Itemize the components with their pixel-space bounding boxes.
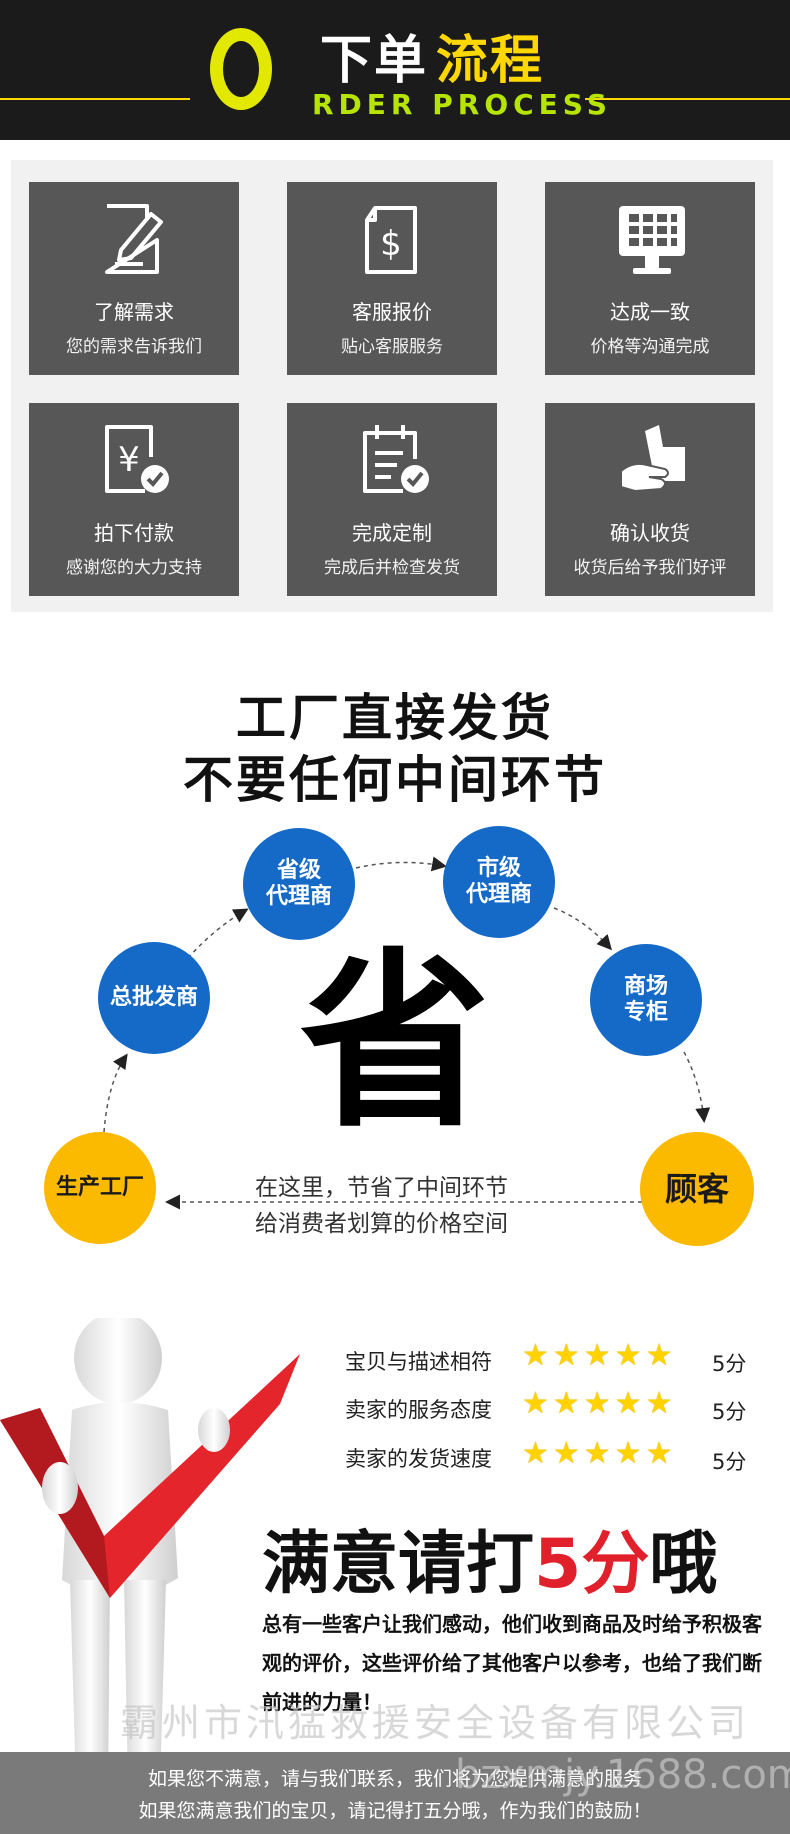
step-agreement: 达成一致 价格等沟通完成: [545, 182, 755, 375]
order-steps-panel: 了解需求 您的需求告诉我们 $ 客服报价 贴心客服服务 达成一致 价格等沟通完成…: [11, 160, 773, 612]
flow-node-province-agent: 省级代理商: [243, 828, 355, 940]
headline-line1: 工厂直接发货: [236, 689, 554, 747]
svg-text:¥: ¥: [118, 440, 140, 480]
rating-label-service: 卖家的服务态度: [345, 1398, 492, 1422]
site-watermark: bzxmjy.1688.com: [455, 1752, 790, 1798]
step-subtitle: 完成后并检查发货: [324, 558, 460, 578]
step-subtitle: 感谢您的大力支持: [66, 558, 202, 578]
figure-checkmark-illustration: [0, 1318, 300, 1788]
rating-stars-description: ★★★★★: [522, 1338, 677, 1373]
step-subtitle: 贴心客服服务: [341, 337, 443, 357]
svg-text:$: $: [380, 224, 402, 264]
hand-box-icon: [620, 425, 685, 493]
rating-label-description: 宝贝与描述相符: [345, 1350, 492, 1374]
save-note-line2: 给消费者划算的价格空间: [255, 1211, 508, 1237]
step-subtitle: 收货后给予我们好评: [573, 558, 727, 578]
step-title: 拍下付款: [94, 521, 174, 545]
flow-node-city-agent: 市级代理商: [443, 826, 555, 938]
footer-line1: 如果您不满意，请与我们联系，我们将为您提供满意的服务: [147, 1768, 642, 1790]
step-subtitle: 价格等沟通完成: [590, 337, 710, 357]
rating-label-shipping: 卖家的发货速度: [345, 1447, 492, 1471]
footer-banner: 如果您不满意，请与我们联系，我们将为您提供满意的服务 如果您满意我们的宝贝，请记…: [0, 1752, 790, 1834]
customer-appreciation-text: 总有一些客户让我们感动，他们收到商品及时给予积极客观的评价，这些评价给了其他客户…: [262, 1612, 762, 1714]
flow-arrows: [103, 856, 711, 1210]
header-subtitle: RDER PROCESS: [312, 88, 612, 121]
step-title: 客服报价: [352, 300, 432, 324]
rating-score-shipping: 5分: [712, 1450, 747, 1474]
step-receive: 确认收货 收货后给予我们好评: [545, 403, 755, 596]
center-save-character: 省: [300, 932, 491, 1153]
footer-line2: 如果您满意我们的宝贝，请记得打五分哦，作为我们的鼓励！: [138, 1800, 652, 1822]
satisfy-pre: 满意请打: [262, 1525, 535, 1604]
header-rule-right: [585, 98, 790, 100]
rating-score-service: 5分: [712, 1400, 747, 1424]
headline-line2: 不要任何中间环节: [183, 751, 607, 809]
flow-node-wholesaler: 总批发商: [98, 942, 210, 1054]
header-banner: 下单 流程 RDER PROCESS: [0, 0, 790, 140]
step-understand-needs: 了解需求 您的需求告诉我们: [29, 182, 239, 375]
rating-stars-shipping: ★★★★★: [522, 1436, 677, 1471]
dollar-document-icon: $: [365, 206, 417, 274]
step-quotation: $ 客服报价 贴心客服服务: [287, 182, 497, 375]
header-title-part1: 下单: [320, 31, 429, 91]
rating-stars-service: ★★★★★: [522, 1386, 677, 1421]
edit-document-icon: [105, 204, 163, 274]
satisfy-post: 哦: [649, 1525, 718, 1604]
yen-check-icon: ¥: [105, 425, 169, 493]
step-subtitle: 您的需求告诉我们: [66, 337, 202, 357]
satisfaction-headline: 满意请打5分哦: [262, 1508, 717, 1607]
step-title: 达成一致: [610, 300, 690, 324]
step-title: 了解需求: [94, 300, 174, 324]
save-note-line1: 在这里，节省了中间环节: [255, 1175, 508, 1201]
header-rule-left: [0, 98, 190, 100]
flow-node-customer: 顾客: [640, 1132, 754, 1246]
rating-score-description: 5分: [712, 1352, 747, 1376]
header-o-logo: [210, 28, 272, 110]
step-title: 完成定制: [352, 521, 432, 545]
company-watermark: 霸州市汛猛救援安全设备有限公司: [120, 1701, 751, 1745]
header-title-part2: 流程: [436, 31, 545, 91]
satisfy-score: 5分: [534, 1525, 650, 1604]
step-title: 确认收货: [610, 521, 690, 545]
step-customize: 完成定制 完成后并检查发货: [287, 403, 497, 596]
computer-monitor-icon: [619, 206, 685, 274]
flow-node-mall-counter: 商场专柜: [590, 944, 702, 1056]
flow-node-factory: 生产工厂: [44, 1132, 156, 1244]
step-payment: ¥ 拍下付款 感谢您的大力支持: [29, 403, 239, 596]
calendar-check-icon: [363, 425, 429, 493]
